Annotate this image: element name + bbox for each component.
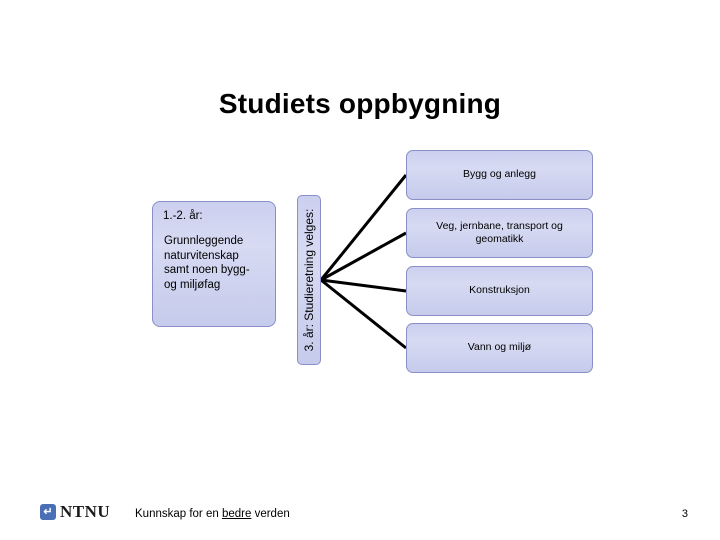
footer-divider	[0, 482, 720, 483]
footer-tagline-post: verden	[251, 508, 290, 520]
footer-tagline-pre: Kunnskap for en	[135, 508, 222, 520]
page-title: Studiets oppbygning	[218, 88, 502, 119]
branch-box-bygg-og-anlegg: Bygg og anlegg	[406, 150, 593, 200]
ntnu-wordmark: NTNU	[60, 502, 111, 521]
left-box-body-line-1: Grunnleggende	[164, 235, 244, 247]
left-years-box: 1.-2. år: Grunnleggende naturvitenskap s…	[152, 201, 276, 327]
branch-box-label: Bygg og anlegg	[463, 168, 536, 181]
branch-box-vann-og-miljo: Vann og miljø	[406, 323, 593, 373]
branch-box-label: Veg, jernbane, transport og geomatikk	[436, 219, 563, 246]
third-year-vertical-box: 3. år: Studieretning velges:	[297, 195, 321, 365]
branch-box-veg-jernbane: Veg, jernbane, transport og geomatikk	[406, 208, 593, 258]
left-box-body-line-3: samt noen bygg-	[164, 264, 250, 276]
left-box-body-line-2: naturvitenskap	[164, 249, 239, 262]
branch-box-konstruksjon: Konstruksjon	[406, 266, 593, 316]
left-box-heading: 1.-2. år:	[163, 210, 203, 222]
footer-tagline-underlined: bedre	[221, 508, 252, 520]
left-box-body: Grunnleggende naturvitenskap samt noen b…	[164, 234, 268, 292]
branch-box-label: Vann og miljø	[467, 341, 532, 354]
left-box-body-line-4: og miljøfag	[164, 278, 221, 291]
page-number: 3	[681, 508, 688, 520]
branch-box-label: Konstruksjon	[469, 284, 530, 297]
third-year-label: 3. år: Studieretning velges:	[302, 208, 316, 352]
ntnu-logo-icon: ↵	[40, 504, 56, 520]
footer-tagline: Kunnskap for en bedre verden	[135, 508, 290, 520]
